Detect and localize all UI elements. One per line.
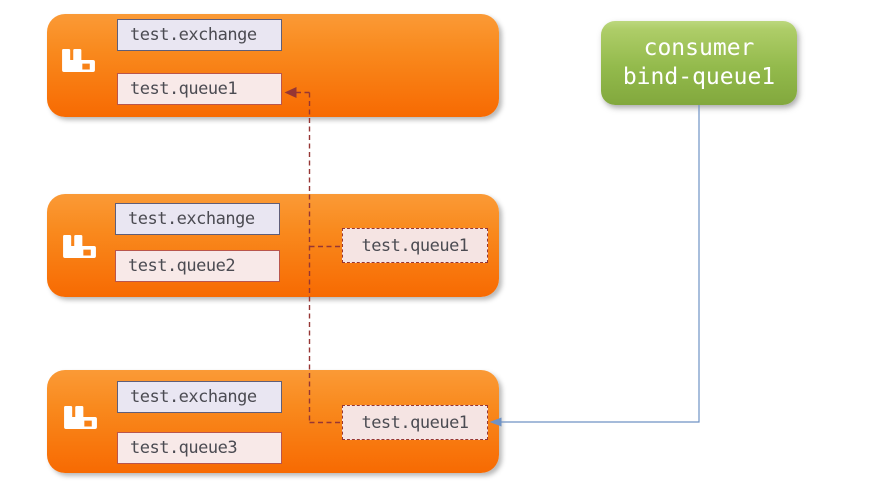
consumer-label-line1: consumer [643,35,755,61]
rabbitmq-icon [62,49,95,72]
exchange-label: test.exchange [115,203,280,235]
exchange-label: test.exchange [117,19,282,51]
consumer-label-line2: bind-queue1 [622,64,776,90]
exchange-label: test.exchange [117,381,282,413]
queue-label: test.queue1 [117,73,282,105]
consumer-node: consumer bind-queue1 [601,21,797,105]
ghost-queue-label-middle: test.queue1 [342,228,488,263]
queue-label: test.queue2 [115,250,280,282]
rabbitmq-icon [63,235,96,258]
rabbitmq-icon [64,406,97,429]
queue-label: test.queue3 [117,432,282,464]
consumer-binding-arrow-blue [489,105,700,427]
broker-node-1: test.exchange test.queue1 [47,14,499,117]
ghost-queue-label-bottom: test.queue1 [342,405,488,440]
